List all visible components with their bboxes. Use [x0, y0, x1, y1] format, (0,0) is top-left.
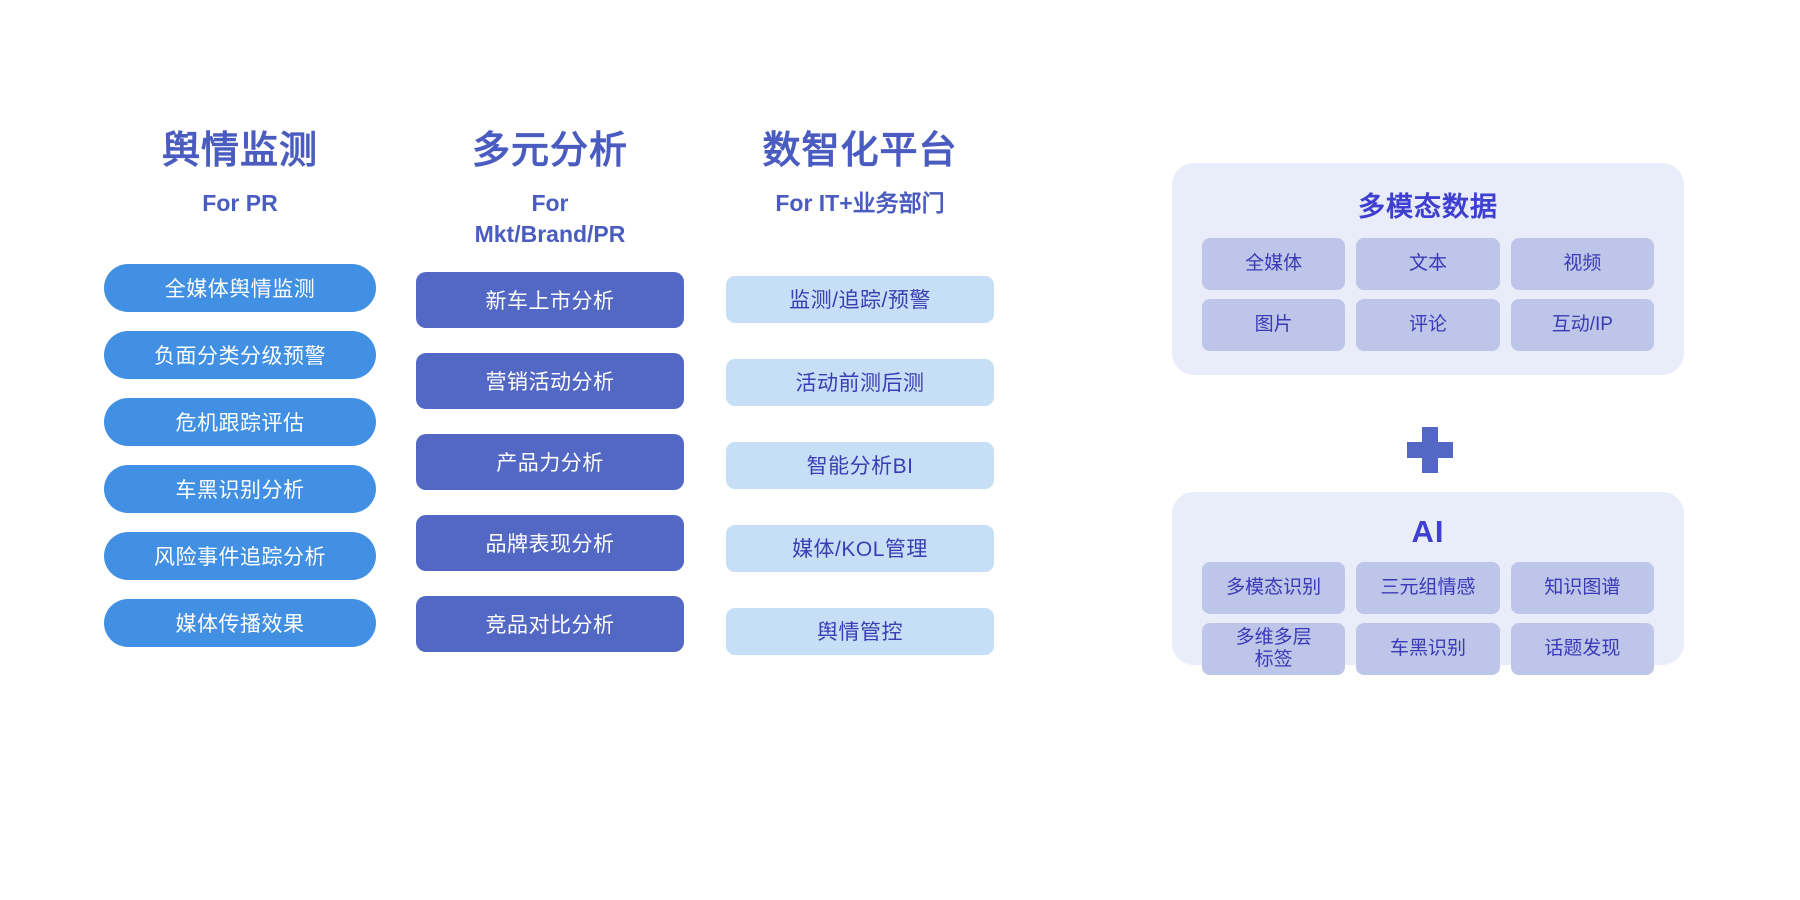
- pill-item[interactable]: 智能分析BI: [726, 441, 994, 489]
- pill-item[interactable]: 竞品对比分析: [416, 595, 684, 652]
- pill-item[interactable]: 监测/追踪/预警: [726, 275, 994, 323]
- pill-item[interactable]: 产品力分析: [416, 433, 684, 490]
- ai-chip[interactable]: 话题发现: [1510, 623, 1654, 675]
- column-multidimensional-analysis: 多元分析 For Mkt/Brand/PR 新车上市分析 营销活动分析 产品力分…: [405, 130, 695, 677]
- column-public-opinion-monitoring: 舆情监测 For PR 全媒体舆情监测 负面分类分级预警 危机跟踪评估 车黑识别…: [95, 130, 385, 666]
- panel-multimodal-data: 多模态数据 全媒体 文本 视频 图片 评论 互动/IP: [1172, 163, 1684, 375]
- data-chip[interactable]: 文本: [1356, 238, 1500, 290]
- column-2-title: 多元分析: [471, 130, 628, 172]
- column-2-pill-stack: 新车上市分析 营销活动分析 产品力分析 品牌表现分析 竞品对比分析: [405, 271, 695, 677]
- pill-item[interactable]: 新车上市分析: [416, 271, 684, 328]
- panel-ai: AI 多模态识别 三元组情感 知识图谱 多维多层 标签 车黑识别 话题发现: [1172, 492, 1684, 675]
- pill-item[interactable]: 媒体/KOL管理: [726, 524, 994, 572]
- data-chip[interactable]: 视频: [1510, 238, 1654, 290]
- multimodal-data-chip-grid: 全媒体 文本 视频 图片 评论 互动/IP: [1202, 238, 1654, 351]
- ai-chip[interactable]: 车黑识别: [1356, 623, 1500, 675]
- plus-icon: [1407, 427, 1453, 473]
- pill-item[interactable]: 活动前测后测: [726, 358, 994, 406]
- ai-chip-grid: 多模态识别 三元组情感 知识图谱 多维多层 标签 车黑识别 话题发现: [1202, 562, 1654, 675]
- pill-item[interactable]: 风险事件追踪分析: [104, 531, 376, 580]
- pill-item[interactable]: 媒体传播效果: [104, 598, 376, 647]
- pill-item[interactable]: 全媒体舆情监测: [104, 263, 376, 312]
- column-3-subtitle: For IT+业务部门: [775, 189, 945, 216]
- column-digital-intelligence-platform: 数智化平台 For IT+业务部门 监测/追踪/预警 活动前测后测 智能分析BI…: [715, 130, 1005, 691]
- data-chip[interactable]: 图片: [1202, 299, 1346, 351]
- plus-icon-vertical-bar: [1422, 427, 1438, 473]
- pill-item[interactable]: 品牌表现分析: [416, 514, 684, 571]
- panel-multimodal-data-title: 多模态数据: [1358, 192, 1498, 222]
- pill-item[interactable]: 舆情管控: [726, 607, 994, 655]
- column-2-subtitle: For Mkt/Brand/PR: [474, 189, 626, 247]
- column-1-pill-stack: 全媒体舆情监测 负面分类分级预警 危机跟踪评估 车黑识别分析 风险事件追踪分析 …: [95, 263, 385, 666]
- pill-item[interactable]: 危机跟踪评估: [104, 397, 376, 446]
- ai-chip[interactable]: 多模态识别: [1202, 562, 1346, 614]
- ai-chip[interactable]: 多维多层 标签: [1202, 623, 1346, 675]
- data-chip[interactable]: 全媒体: [1202, 238, 1346, 290]
- column-3-pill-stack: 监测/追踪/预警 活动前测后测 智能分析BI 媒体/KOL管理 舆情管控: [715, 275, 1005, 691]
- pill-item[interactable]: 营销活动分析: [416, 352, 684, 409]
- panel-ai-title: AI: [1411, 514, 1445, 549]
- ai-chip[interactable]: 三元组情感: [1356, 562, 1500, 614]
- ai-chip[interactable]: 知识图谱: [1510, 562, 1654, 614]
- pill-item[interactable]: 负面分类分级预警: [104, 330, 376, 379]
- column-1-title: 舆情监测: [161, 130, 318, 172]
- column-3-title: 数智化平台: [762, 130, 958, 172]
- column-1-subtitle: For PR: [202, 189, 278, 216]
- pill-item[interactable]: 车黑识别分析: [104, 464, 376, 513]
- data-chip[interactable]: 互动/IP: [1510, 299, 1654, 351]
- data-chip[interactable]: 评论: [1356, 299, 1500, 351]
